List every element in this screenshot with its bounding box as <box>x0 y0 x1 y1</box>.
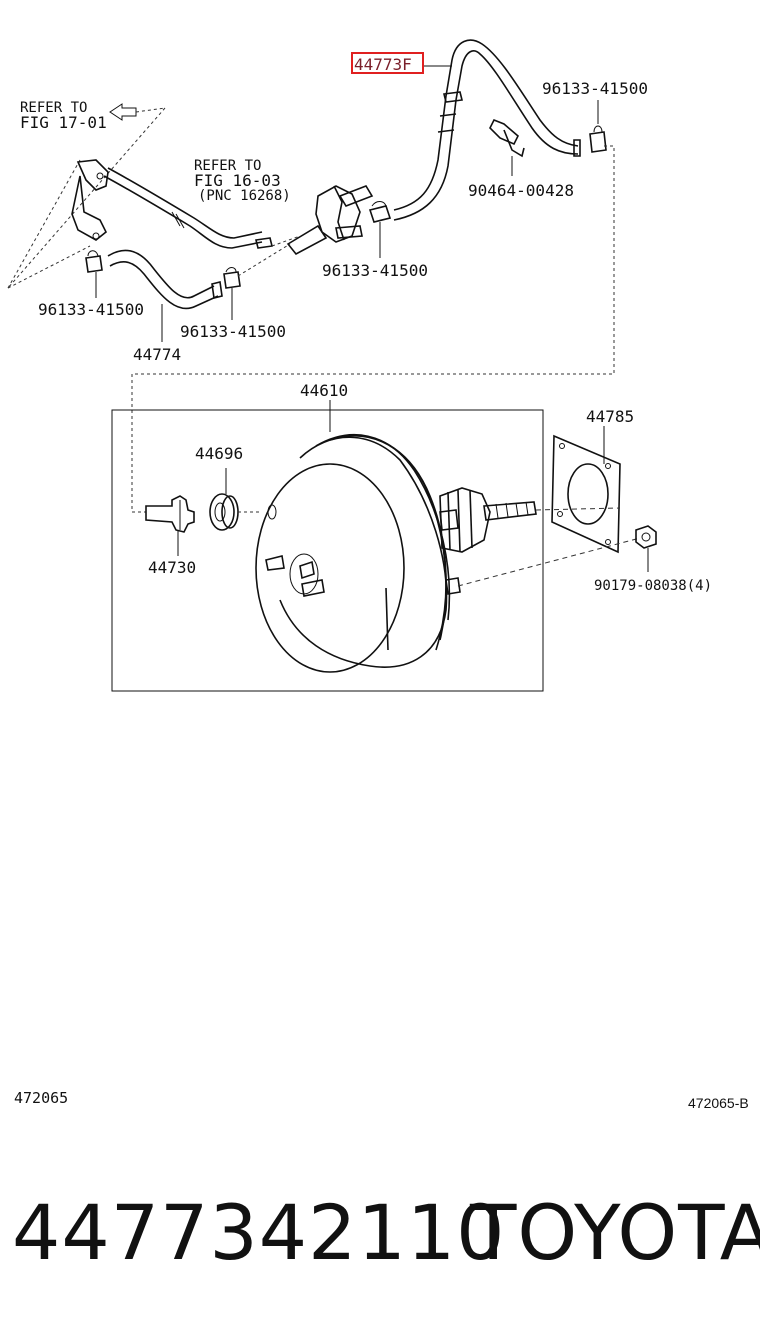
part-label-90464: 90464-00428 <box>468 181 574 200</box>
hose-clamp-left <box>85 250 103 273</box>
part-label-90179: 90179-08038(4) <box>594 578 712 594</box>
part-label-44696: 44696 <box>195 444 243 463</box>
part-label-44610: 44610 <box>300 381 348 400</box>
part-label-96133-mid: 96133-41500 <box>322 261 428 280</box>
vacuum-pipe-bracket <box>71 159 109 241</box>
part-label-96133-left: 96133-41500 <box>38 300 144 319</box>
vacuum-hose-44774 <box>107 249 223 310</box>
part-label-44773: 44773F <box>354 55 412 74</box>
hose-connector <box>286 185 374 256</box>
part-label-44785: 44785 <box>586 407 634 426</box>
check-valve-44730 <box>145 495 195 533</box>
vacuum-hose-44773 <box>393 39 581 221</box>
figure-code-left: 472065 <box>14 1089 69 1107</box>
refer-label-16-line2: FIG 16-03 <box>194 171 281 190</box>
part-label-44774: 44774 <box>133 345 181 364</box>
nut-90179 <box>635 525 657 549</box>
brake-booster-44610 <box>255 434 537 673</box>
part-highlight-box <box>351 52 424 74</box>
booster-assembly-frame <box>111 409 544 692</box>
grommet-44696 <box>209 493 239 531</box>
refer-label-17-line2: FIG 17-01 <box>20 113 107 132</box>
footer-part-number: 4477342110 <box>12 1188 506 1277</box>
hose-clip-90464 <box>489 118 525 176</box>
refer-arrow-icon <box>109 103 137 121</box>
part-label-96133-lower: 96133-41500 <box>180 322 286 341</box>
hose-clamp-mid <box>368 201 392 223</box>
figure-code-right: 472065-B <box>688 1095 749 1111</box>
hose-clamp-lower <box>223 267 241 289</box>
refer-label-16-line3: (PNC 16268) <box>198 188 291 204</box>
part-label-96133-top: 96133-41500 <box>542 79 648 98</box>
gasket-44785 <box>551 434 621 554</box>
vacuum-pipe <box>103 175 263 249</box>
hose-clamp-top <box>589 125 607 153</box>
footer-brand: TOYOTA <box>470 1188 760 1277</box>
refer-label-17-line1: REFER TO <box>20 100 87 116</box>
brake-booster-parts-diagram: REFER TO FIG 17-01 REFER TO FIG 16-03 (P… <box>7 39 712 692</box>
refer-label-16-line1: REFER TO <box>194 158 261 174</box>
part-label-44730: 44730 <box>148 558 196 577</box>
